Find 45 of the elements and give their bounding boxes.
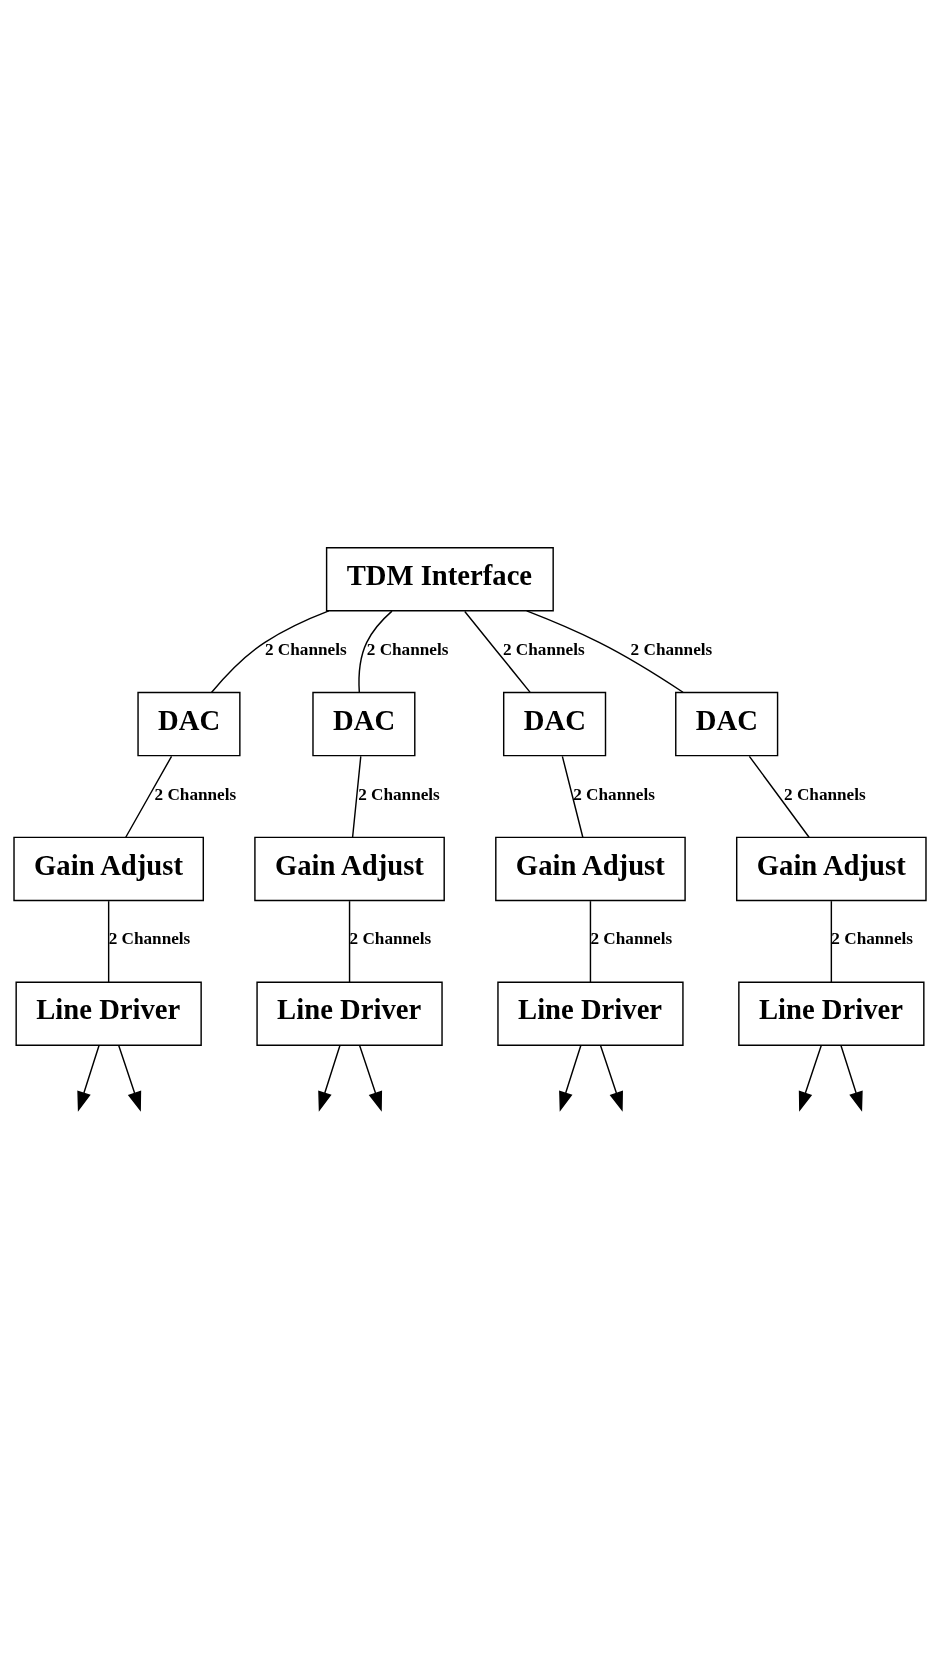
node-box: Gain Adjust — [495, 836, 686, 902]
connector — [561, 755, 584, 838]
edge-label: 2 Channels — [108, 929, 191, 949]
edge-label: 2 Channels — [358, 784, 440, 804]
node-box: Gain Adjust — [13, 836, 204, 902]
connector — [348, 900, 351, 983]
connector — [830, 900, 833, 983]
edge-label: 2 Channels — [154, 784, 237, 804]
connector — [464, 610, 531, 694]
arrow — [559, 1044, 582, 1112]
edge-label: 2 Channels — [349, 929, 432, 949]
node-box: Line Driver — [738, 981, 925, 1046]
arrow — [77, 1044, 100, 1112]
arrow — [359, 1044, 383, 1112]
edge-label: 2 Channels — [630, 639, 713, 659]
node-box: Line Driver — [497, 981, 684, 1046]
connector — [589, 900, 592, 983]
node-box: Gain Adjust — [736, 836, 927, 902]
arrow — [798, 1044, 822, 1112]
edge-label: 2 Channels — [502, 639, 585, 659]
edge-label: 2 Channels — [573, 784, 655, 804]
connector — [748, 755, 810, 838]
node-box: Line Driver — [256, 981, 443, 1046]
connector — [358, 610, 393, 693]
edge-label: 2 Channels — [831, 929, 914, 949]
connector — [125, 755, 173, 838]
arrow — [599, 1044, 623, 1112]
node-box: DAC — [312, 691, 416, 757]
edge-label: 2 Channels — [784, 784, 866, 804]
node-box: Gain Adjust — [254, 836, 445, 902]
node-box: DAC — [137, 691, 241, 757]
arrow — [118, 1044, 142, 1112]
arrow — [318, 1044, 341, 1112]
edge-label: 2 Channels — [590, 929, 673, 949]
node-box: DAC — [503, 691, 607, 757]
node-box: Line Driver — [15, 981, 202, 1046]
connector — [210, 610, 330, 694]
connector — [107, 900, 110, 983]
edge-label: 2 Channels — [366, 639, 449, 659]
edge-label: 2 Channels — [264, 639, 347, 659]
arrow — [840, 1044, 863, 1112]
node-box: DAC — [675, 691, 779, 757]
connector — [526, 610, 684, 693]
connector — [351, 755, 362, 838]
node-box: TDM Interface — [325, 547, 554, 612]
